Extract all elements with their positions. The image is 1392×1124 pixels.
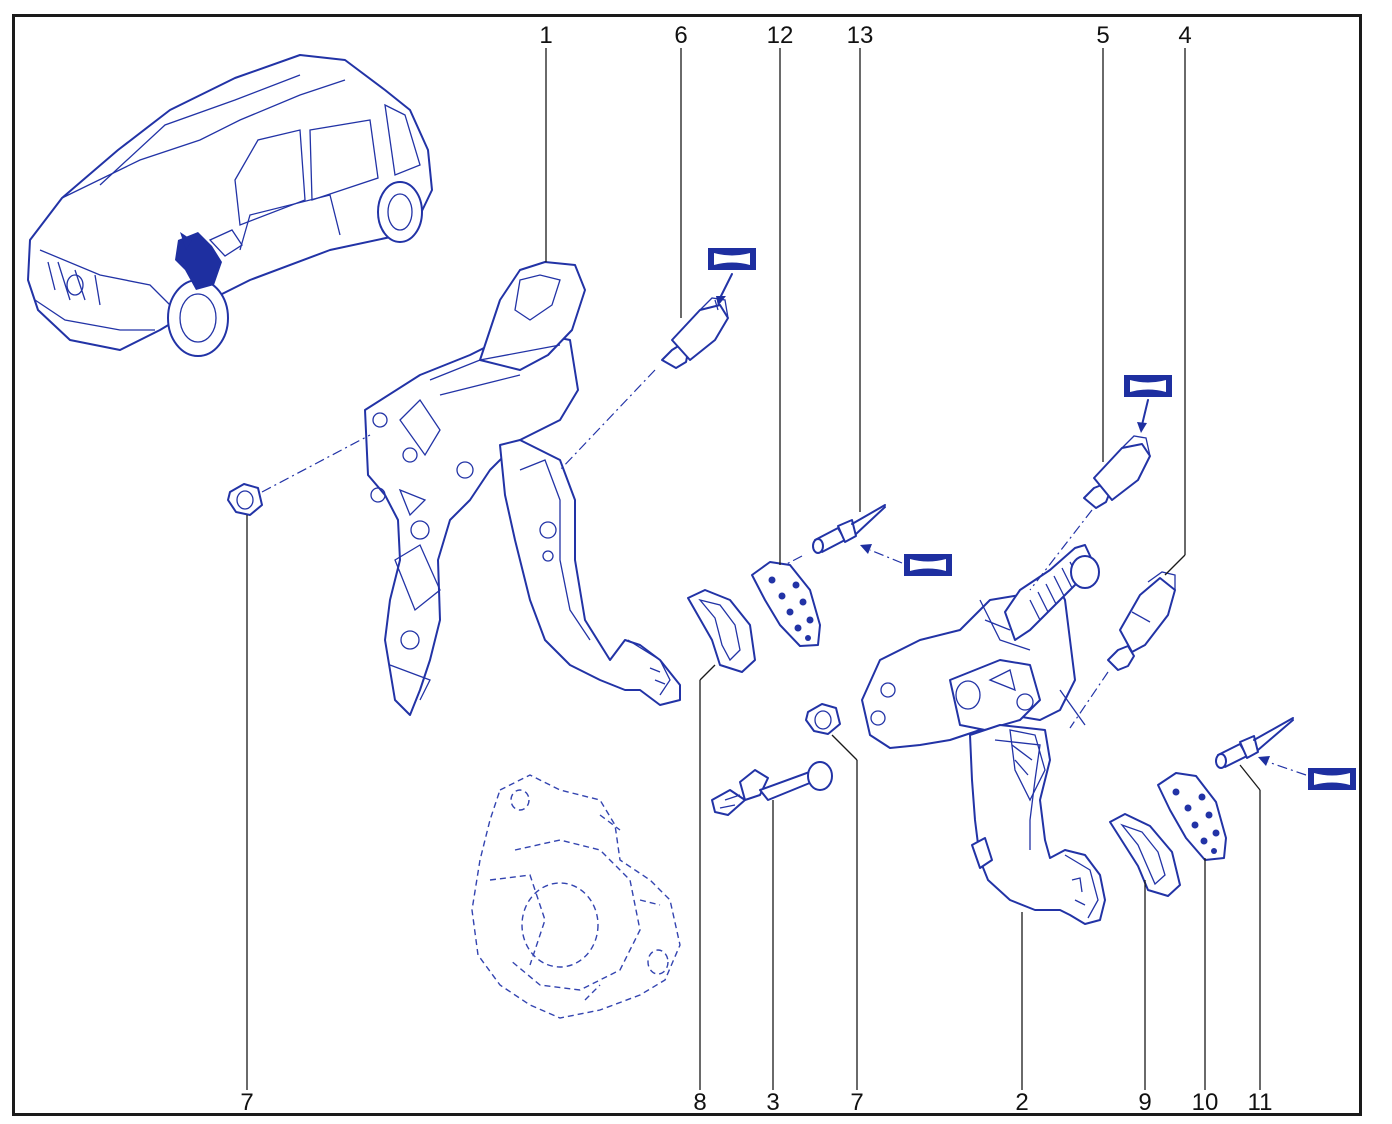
label-box-icon-1: [708, 248, 756, 306]
callout-5: 5: [1096, 22, 1110, 49]
callout-10: 10: [1191, 1089, 1219, 1116]
gearbox-outline: [471, 774, 681, 1019]
pin-13: [774, 504, 886, 571]
switch-5: [1029, 435, 1151, 591]
callout-12: 12: [766, 22, 794, 49]
pedal-1-clutch-assembly: [364, 261, 681, 716]
pedal-pad-12: [751, 561, 821, 647]
label-box-icon-2: [1124, 375, 1172, 433]
pedal-pad-10: [1157, 772, 1227, 861]
callout-1: 1: [539, 22, 553, 49]
label-box-icon-4: [1258, 756, 1356, 790]
callout-9: 9: [1138, 1089, 1152, 1116]
callout-7-left: 7: [240, 1089, 254, 1116]
label-box-icon-3: [860, 544, 952, 576]
callout-3: 3: [766, 1089, 780, 1116]
pedal-2-brake-assembly: [861, 544, 1106, 925]
callout-11: 11: [1247, 1089, 1273, 1116]
callout-4: 4: [1178, 22, 1192, 49]
nut-7-center: [805, 703, 841, 735]
return-spring-3: [711, 761, 833, 816]
nut-7-left: [227, 434, 371, 516]
vehicle-location-illustration: [27, 54, 433, 357]
callout-8: 8: [693, 1089, 707, 1116]
callout-2: 2: [1015, 1089, 1029, 1116]
pedal-cover-8: [687, 589, 756, 673]
callout-6: 6: [674, 22, 688, 49]
pin-11: [1215, 717, 1294, 769]
callout-7-center: 7: [850, 1089, 864, 1116]
switch-6: [559, 297, 729, 471]
pedal-cover-9: [1109, 813, 1181, 897]
leader-lines: [246, 48, 1261, 1090]
switch-4: [1069, 571, 1176, 729]
callout-13: 13: [846, 22, 874, 49]
